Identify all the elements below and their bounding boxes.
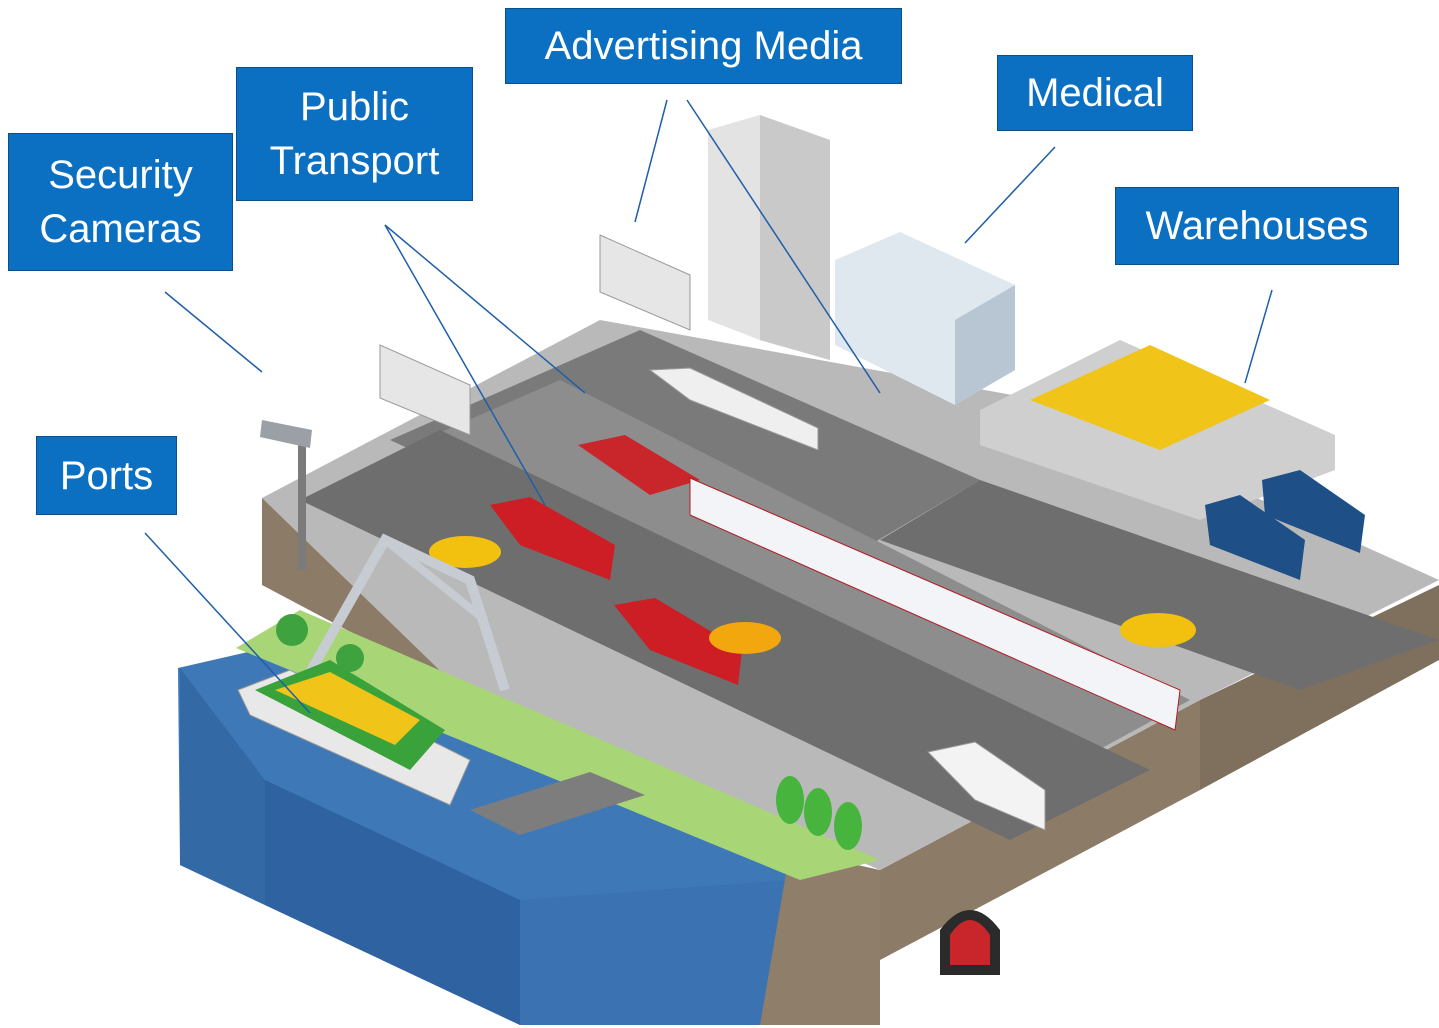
- warehouse-icon: [980, 340, 1335, 520]
- train-icon: [578, 435, 1181, 731]
- connector-security-cameras: [164, 291, 263, 373]
- connector-advertising-media-a: [634, 99, 668, 223]
- connector-public-transport-a: [384, 224, 586, 394]
- billboard-icon: [379, 234, 691, 436]
- connector-medical: [964, 146, 1056, 244]
- connector-warehouses: [1244, 289, 1273, 384]
- label-security-cameras-line-1: Security: [48, 153, 193, 197]
- label-advertising-media-text: Advertising Media: [544, 24, 863, 68]
- crane-icon: [295, 533, 510, 693]
- bus-icon: [490, 497, 742, 685]
- label-public-transport-line-2: Transport: [269, 139, 440, 183]
- security-camera-icon: [260, 420, 312, 570]
- connector-ports: [144, 532, 311, 714]
- office-building-icon: [708, 115, 830, 360]
- label-warehouses-text: Warehouses: [1145, 204, 1369, 248]
- label-advertising-media: Advertising Media: [505, 8, 902, 84]
- tree-icon: [276, 614, 862, 850]
- connector-advertising-media-b: [686, 99, 881, 394]
- label-medical-text: Medical: [1026, 71, 1164, 115]
- connector-public-transport-b: [384, 224, 546, 506]
- label-public-transport: Public Transport: [236, 67, 473, 201]
- label-medical: Medical: [997, 55, 1193, 131]
- taxi-icon: [429, 536, 1196, 654]
- label-warehouses: Warehouses: [1115, 187, 1399, 265]
- connector-lines: [144, 99, 1273, 714]
- label-security-cameras-line-2: Cameras: [39, 207, 202, 251]
- pier: [470, 772, 645, 835]
- label-security-cameras: Security Cameras: [8, 133, 233, 271]
- hospital-icon: [835, 232, 1015, 405]
- tunnel-icon: [940, 910, 1000, 975]
- label-public-transport-line-1: Public: [300, 85, 409, 129]
- label-ports: Ports: [36, 436, 177, 515]
- truck-icon: [648, 367, 1365, 831]
- cargo-ship-icon: [237, 660, 471, 806]
- label-ports-text: Ports: [59, 453, 154, 498]
